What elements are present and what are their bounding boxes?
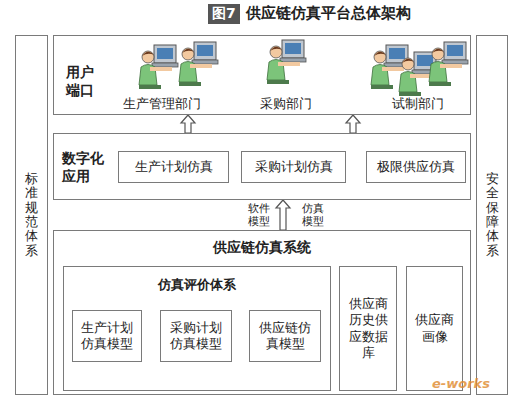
text-label: 生产管理部门 [123,95,201,113]
watermark: e-works [432,376,490,391]
text-label: 试制部门 [392,95,444,113]
container-box: 数字化应用 生产计划仿真 采购计划仿真 极限供应仿真 [53,133,471,200]
hollow-arrow [346,115,360,133]
box-heading: 用户端口 [66,64,95,99]
box-text: 采购计划仿真 [255,159,333,175]
text-label: 采购部门 [260,95,312,113]
process-box: 生产计划仿真模型 [72,310,142,362]
process-box: 生产计划仿真 [118,151,229,183]
box-heading: 仿真评价体系 [64,277,330,293]
box-text: 供应商画像 [411,312,458,345]
box-heading: 数字化应用 [62,150,105,185]
process-box: 极限供应仿真 [366,151,466,183]
hollow-arrow [276,200,290,230]
edge-label: 软件模型 [248,203,274,228]
box-text: 极限供应仿真 [377,159,455,175]
box-text: 供应商历史供应数据库 [344,296,392,361]
hollow-arrow [181,115,195,133]
box-text: 安全保障体系 [486,172,499,258]
process-box: 采购计划仿真模型 [160,310,232,362]
box-heading: 供应链仿真系统 [54,239,470,257]
box-text: 生产计划仿真 [135,159,213,175]
side-band: 标准规范体系 [15,35,48,395]
process-box: 供应商历史供应数据库 [339,266,397,391]
box-text: 供应链仿真模型 [254,320,316,353]
figure-badge: 图7 [208,4,240,24]
process-box: 采购计划仿真 [241,151,346,183]
container-box: 仿真评价体系生产计划仿真模型采购计划仿真模型供应链仿真模型 [63,266,331,391]
process-box: 供应链仿真模型 [249,310,321,362]
text-label: 仿真模型 [302,203,328,228]
container-box: 供应链仿真系统仿真评价体系生产计划仿真模型采购计划仿真模型供应链仿真模型供应商历… [53,230,471,395]
title: 供应链仿真平台总体架构 [246,4,411,23]
box-text: 标准规范体系 [25,172,38,258]
side-band: 安全保障体系 [476,35,508,395]
box-text: 采购计划仿真模型 [165,320,227,353]
process-box: 供应商画像 [406,266,463,391]
box-text: 生产计划仿真模型 [77,320,137,353]
